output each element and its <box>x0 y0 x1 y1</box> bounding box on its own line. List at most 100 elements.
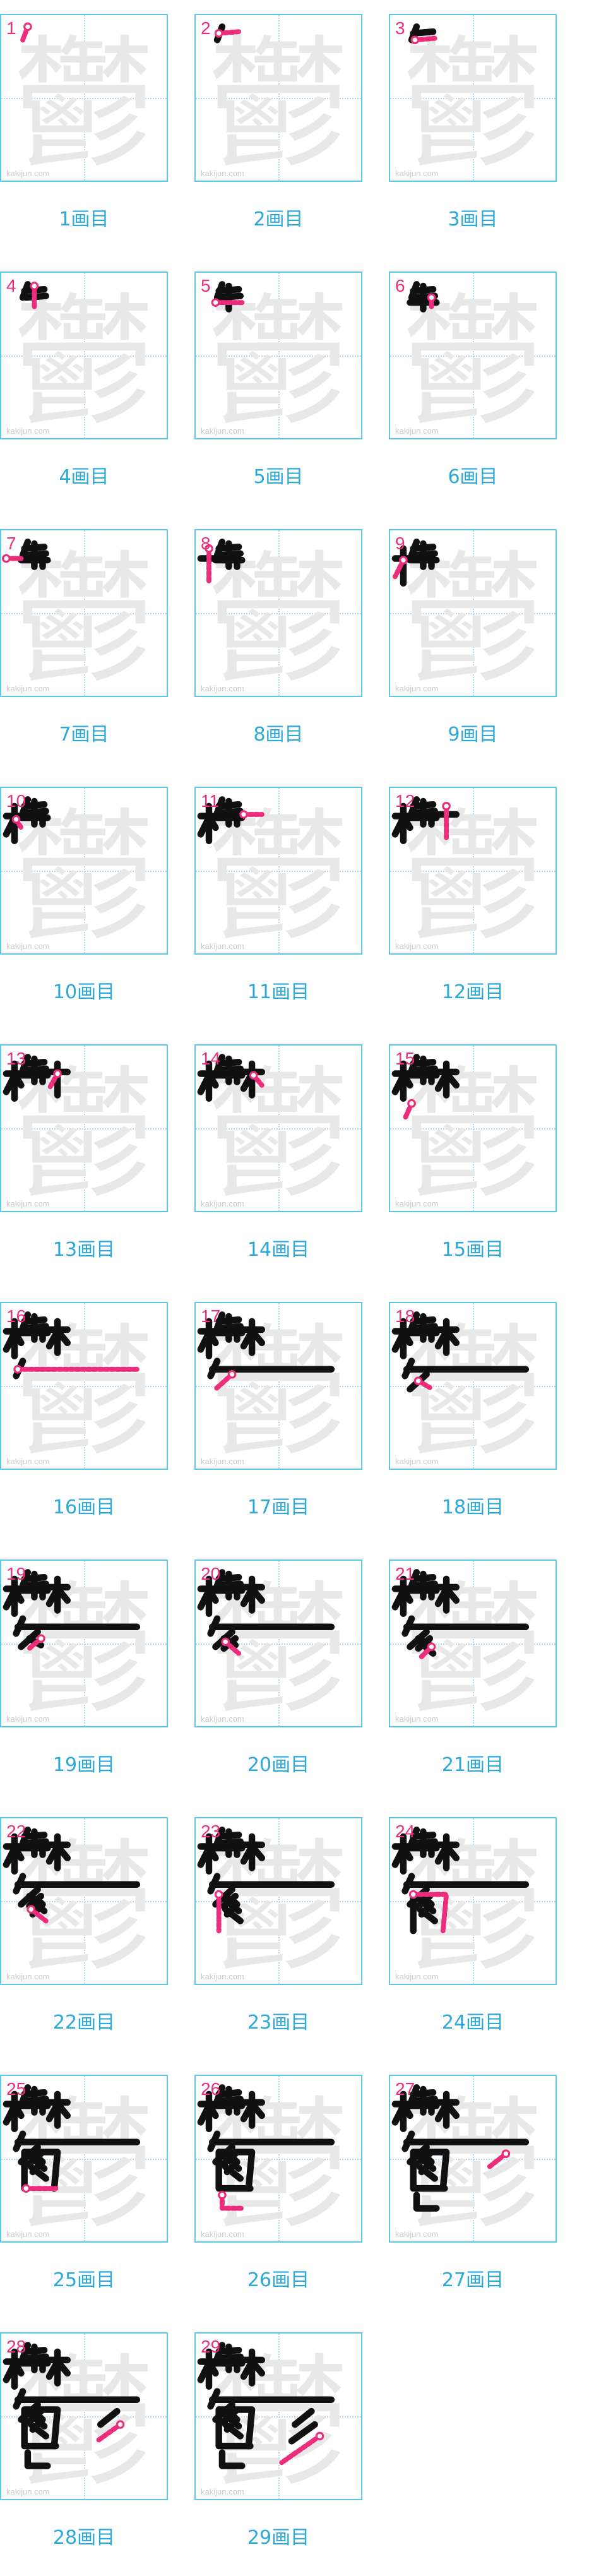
character-glyph: 鬱 <box>391 1568 544 1726</box>
step-number: 8 <box>201 534 211 553</box>
watermark: kakijun.com <box>201 1714 244 1724</box>
drawn-stroke <box>444 2102 460 2120</box>
stroke-start-marker <box>37 1634 45 1643</box>
stroke-start-marker <box>13 1364 23 1374</box>
stroke-start-marker <box>239 810 248 819</box>
drawn-stroke <box>250 1587 266 1604</box>
watermark: kakijun.com <box>6 1199 50 1208</box>
drawn-stroke <box>13 1073 25 1089</box>
character-glyph: 鬱 <box>207 23 349 181</box>
step-caption: 1画目 <box>59 208 109 230</box>
drawn-stroke <box>207 1846 219 1862</box>
drawn-stroke <box>416 1905 438 1924</box>
step-number: 28 <box>6 2337 27 2356</box>
stroke-start-marker <box>211 298 220 307</box>
drawn-stroke <box>222 2163 244 2182</box>
drawn-stroke <box>13 2361 25 2377</box>
drawn-stroke <box>410 2149 450 2192</box>
step-number: 23 <box>201 1822 221 1841</box>
drawn-stroke <box>207 1073 219 1089</box>
watermark: kakijun.com <box>395 684 439 693</box>
watermark: kakijun.com <box>6 169 50 178</box>
drawn-stroke <box>56 2359 71 2377</box>
step-number: 10 <box>6 791 27 811</box>
drawn-stroke <box>215 2149 256 2192</box>
step-caption: 28画目 <box>52 2527 116 2549</box>
step-caption: 16画目 <box>52 1496 116 1518</box>
step-number: 6 <box>395 276 405 295</box>
stroke-start-marker <box>399 556 408 564</box>
step-number: 21 <box>395 1564 415 1583</box>
drawn-stroke <box>250 1844 266 1862</box>
ghost-character: 鬱 <box>13 23 155 181</box>
ghost-character: 鬱 <box>401 23 544 181</box>
step-caption: 5画目 <box>253 466 304 488</box>
step-caption: 17画目 <box>247 1496 310 1518</box>
stroke-start-marker <box>27 1905 35 1914</box>
drawn-stroke <box>27 2421 49 2440</box>
drawn-stroke <box>410 28 437 37</box>
step-caption: 12画目 <box>441 981 504 1003</box>
watermark: kakijun.com <box>201 1199 244 1208</box>
step-number: 20 <box>201 1564 221 1583</box>
stroke-start-marker <box>11 814 21 824</box>
step-caption: 13画目 <box>52 1239 116 1261</box>
drawn-stroke <box>291 2407 315 2428</box>
step-number: 11 <box>201 791 220 811</box>
current-stroke <box>410 1892 449 1934</box>
watermark: kakijun.com <box>395 941 439 951</box>
watermark: kakijun.com <box>6 426 50 436</box>
watermark: kakijun.com <box>6 2229 50 2239</box>
stroke-start-marker <box>53 1069 62 1078</box>
stroke-start-marker <box>413 1376 423 1385</box>
drawn-stroke <box>401 1589 413 1604</box>
drawn-stroke <box>218 2449 246 2469</box>
watermark: kakijun.com <box>201 1972 244 1981</box>
step-number: 12 <box>395 791 415 811</box>
watermark: kakijun.com <box>6 2487 50 2496</box>
stroke-start-marker <box>249 1071 258 1080</box>
watermark: kakijun.com <box>201 1457 244 1466</box>
step-caption: 14画目 <box>247 1239 310 1261</box>
watermark: kakijun.com <box>395 1457 439 1466</box>
character-glyph: 鬱 <box>3 1568 155 1726</box>
character-glyph: 鬱 <box>391 796 544 953</box>
step-caption: 7画目 <box>59 724 109 746</box>
stroke-start-marker <box>23 22 32 32</box>
step-number: 14 <box>201 1049 221 1068</box>
character-glyph: 鬱 <box>3 1311 155 1469</box>
character-glyph: 鬱 <box>3 1053 155 1211</box>
stroke-start-marker <box>427 1642 436 1652</box>
step-caption: 2画目 <box>253 208 304 230</box>
drawn-stroke <box>250 1329 266 1347</box>
step-caption: 26画目 <box>247 2269 310 2291</box>
step-number: 16 <box>6 1306 27 1326</box>
step-caption: 23画目 <box>247 2012 310 2034</box>
character-glyph: 鬱 <box>3 1826 155 1984</box>
drawn-stroke <box>250 2359 266 2377</box>
